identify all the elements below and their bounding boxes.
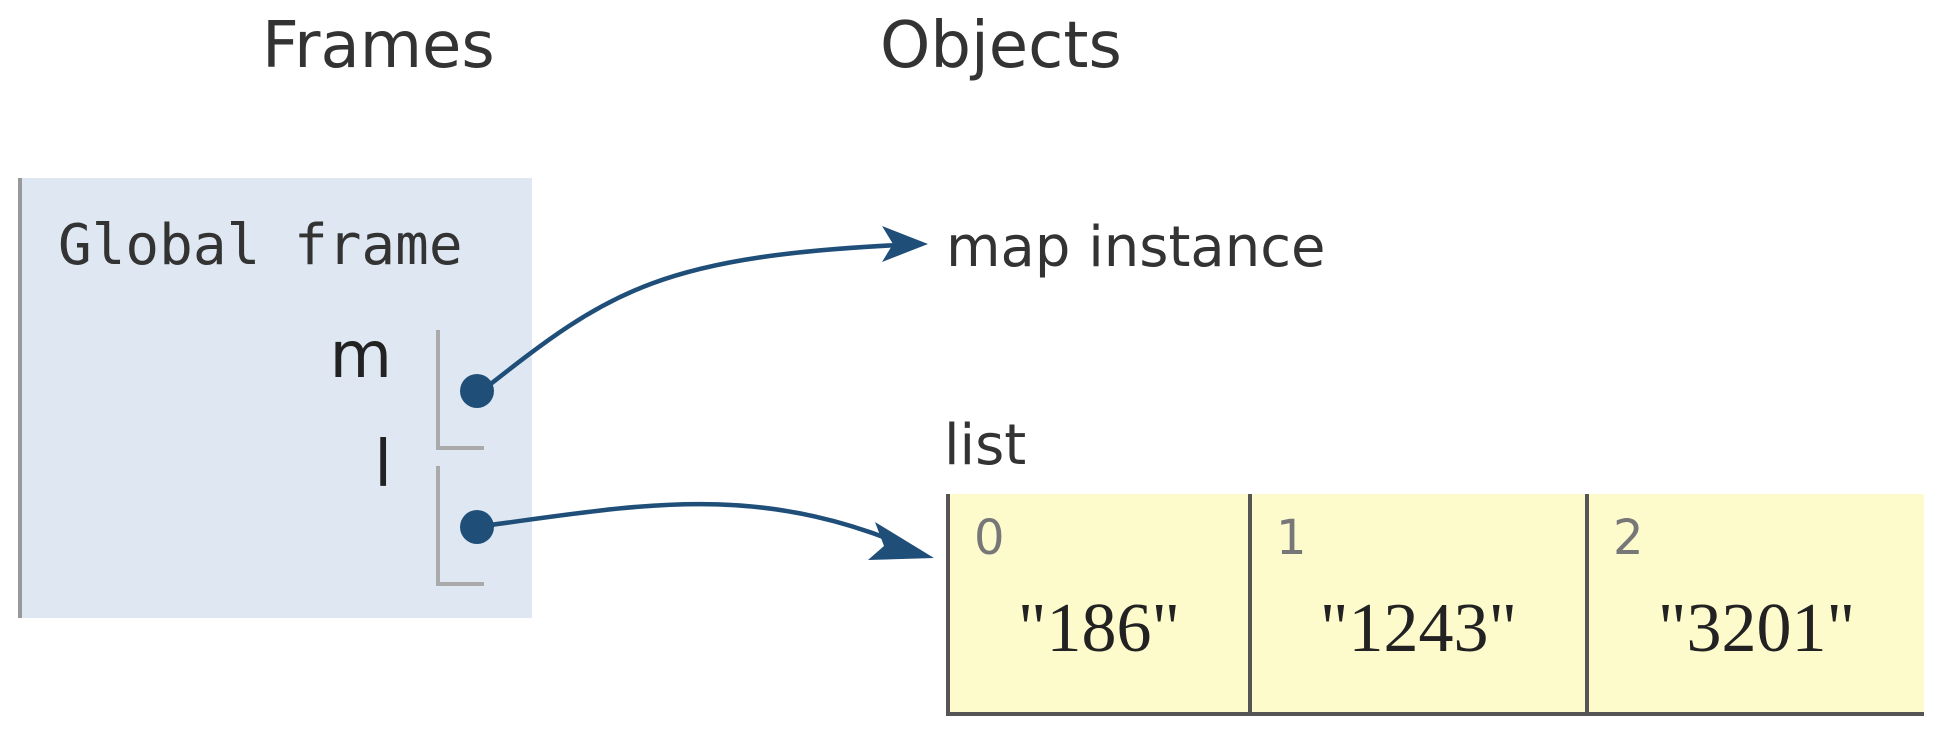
objects-heading: Objects <box>880 9 1122 83</box>
variable-name-l: l <box>374 428 392 502</box>
list-object-label: list <box>944 413 1027 478</box>
pointer-dot-m[interactable] <box>460 374 494 408</box>
list-cell-value: "1243" <box>1319 590 1518 667</box>
global-frame: Global frame m l <box>18 178 532 618</box>
pointer-arrow-l <box>482 501 921 555</box>
arrowhead-m <box>882 226 928 262</box>
frames-heading: Frames <box>262 9 495 83</box>
arrowhead-l <box>868 522 934 560</box>
list-cell: 1 "1243" <box>1252 494 1589 712</box>
list-cell-value: "3201" <box>1657 590 1856 667</box>
list-cell-value: "186" <box>1017 590 1181 667</box>
list-cell-index: 0 <box>974 510 1005 566</box>
list-cell: 0 "186" <box>950 494 1252 712</box>
variable-name-m: m <box>329 319 392 393</box>
list-cell-index: 2 <box>1613 510 1644 566</box>
list-cell-index: 1 <box>1276 510 1307 566</box>
variable-cell-l <box>436 466 494 586</box>
global-frame-title: Global frame <box>58 213 463 278</box>
map-instance-object: map instance <box>946 215 1326 280</box>
variable-cell-m <box>436 330 494 450</box>
pointer-arrow-m <box>481 241 921 392</box>
pointer-dot-l[interactable] <box>460 510 494 544</box>
list-object: 0 "186" 1 "1243" 2 "3201" <box>946 494 1924 716</box>
list-cell: 2 "3201" <box>1589 494 1924 712</box>
